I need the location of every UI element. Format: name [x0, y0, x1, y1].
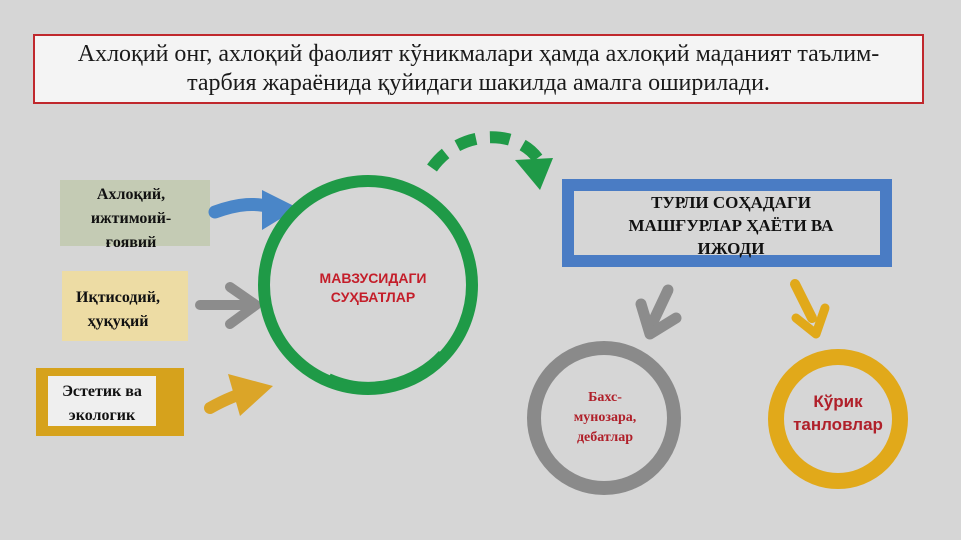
arrow-grey-down: [635, 284, 682, 340]
title-text: Ахлоқий онг, ахлоқий фаолият кўникмалари…: [77, 41, 880, 96]
input-box-aesthetic-inner: [48, 376, 156, 426]
input-label-economic: Иқтисодий, ҳуқуқий: [76, 289, 160, 330]
yellow-circle-label: Кўрик танловлар: [793, 392, 883, 434]
arrow-blue: [208, 190, 298, 230]
input-label-aesthetic: Эстетик ва экологик: [62, 383, 142, 424]
arrow-yellow-down: [790, 279, 830, 339]
blue-box: [562, 179, 892, 267]
arrow-yellow: [204, 374, 273, 416]
yellow-circle: [768, 349, 908, 489]
arrow-green-dashed: [427, 131, 553, 190]
center-label: МАВЗУСИДАГИ СУҲБАТЛАР: [319, 270, 427, 305]
center-circle: [258, 175, 478, 395]
grey-circle: [527, 341, 681, 495]
blue-box-label: ТУРЛИ СОҲАДАГИ МАШҒУРЛАР ҲАЁТИ ВА ИЖОДИ: [628, 193, 834, 258]
input-label-ethical: Ахлоқий, ижтимоий-ғоявий: [90, 186, 172, 251]
title-box: Ахлоқий онг, ахлоқий фаолият кўникмалари…: [33, 34, 924, 104]
input-box-economic: [62, 271, 188, 341]
grey-circle-label: Бахс-мунозара, дебатлар: [573, 390, 637, 445]
arrow-grey: [195, 282, 261, 329]
input-box-ethical: [60, 180, 210, 246]
